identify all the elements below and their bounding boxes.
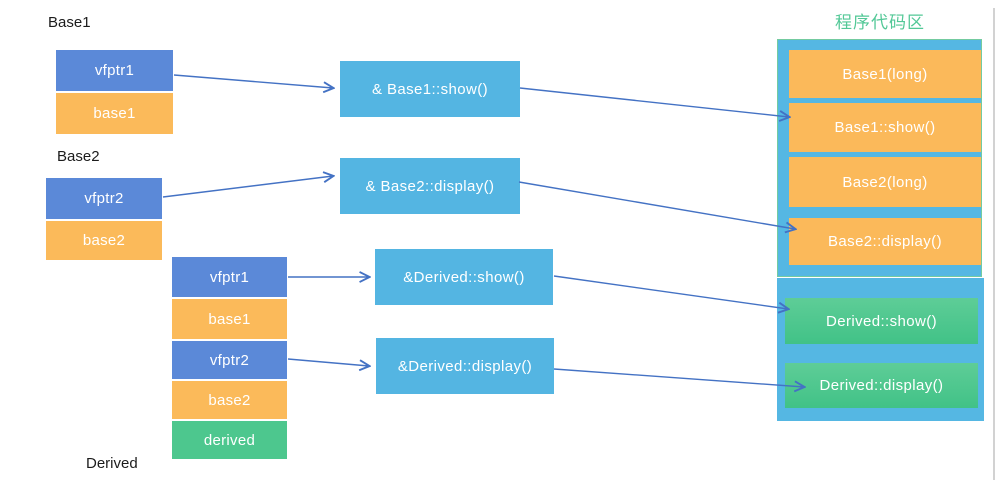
derived-object-vfptr1-cell: vfptr1 [172, 257, 287, 297]
derived-object-base2-cell: base2 [172, 381, 287, 419]
arrow-vtable-to-derived-show-code [553, 275, 788, 309]
vtable-entry-base1-show: & Base1::show() [340, 61, 520, 117]
base1-class-label: Base1 [48, 14, 91, 31]
arrow-base2-vfptr2-to-vtable [162, 176, 333, 198]
code-item-base2-ctor: Base2(long) [789, 157, 981, 207]
code-area-title: 程序代码区 [835, 13, 925, 32]
base2-object-base2-cell: base2 [46, 221, 162, 260]
code-item-derived-display: Derived::display() [785, 363, 978, 408]
arrow-vtable-to-base1-show-code [519, 87, 789, 117]
page-edge-divider [993, 8, 995, 480]
arrow-vtable-to-base2-display-code [518, 181, 795, 229]
vtable-entry-derived-display: &Derived::display() [376, 338, 554, 394]
code-item-base1-ctor: Base1(long) [789, 50, 981, 98]
arrow-vtable-to-derived-display-code [553, 368, 804, 387]
base2-object-vfptr2-cell: vfptr2 [46, 178, 162, 219]
arrow-derived-vfptr2-to-vtable [287, 358, 369, 366]
code-item-base1-show: Base1::show() [789, 103, 981, 152]
code-item-derived-show: Derived::show() [785, 298, 978, 344]
vtable-entry-derived-show: &Derived::show() [375, 249, 553, 305]
base1-object-base1-cell: base1 [56, 93, 173, 134]
vtable-entry-base2-display: & Base2::display() [340, 158, 520, 214]
arrow-base1-vfptr1-to-vtable [173, 74, 333, 88]
derived-class-label: Derived [86, 455, 138, 472]
derived-object-base1-cell: base1 [172, 299, 287, 339]
derived-object-derived-cell: derived [172, 421, 287, 459]
base1-object-vfptr1-cell: vfptr1 [56, 50, 173, 91]
derived-object-vfptr2-cell: vfptr2 [172, 341, 287, 379]
base2-class-label: Base2 [57, 148, 100, 165]
code-item-base2-display: Base2::display() [789, 218, 981, 265]
